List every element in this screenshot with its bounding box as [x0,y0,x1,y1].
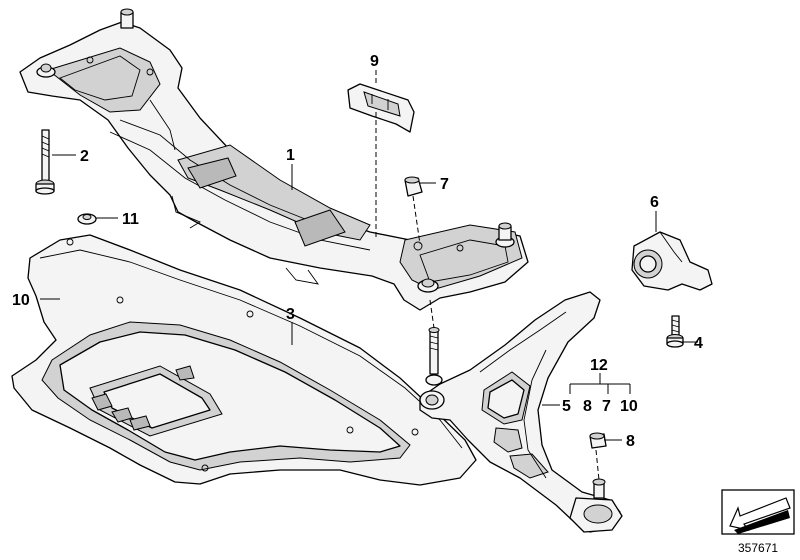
bolt-part-2[interactable] [35,129,55,195]
callout-7: 7 [440,176,449,193]
group12-item-c: 10 [620,398,638,415]
callout-11: 11 [122,211,139,228]
callout-12: 12 [590,357,608,374]
underbody-shield-part-3[interactable] [11,234,477,486]
nut-part-11[interactable] [77,213,97,225]
catalog-number: 357671 [738,541,778,555]
callout-6: 6 [650,194,659,211]
rubber-mount-part-6[interactable] [631,231,713,291]
bracket-part-9[interactable] [347,83,415,133]
control-arm-part-5[interactable] [419,291,623,533]
callout-1: 1 [286,147,295,164]
group12-item-b: 7 [602,398,611,415]
callout-2: 2 [80,148,89,165]
bolt-part-4[interactable] [666,315,684,348]
callout-5: 5 [562,398,571,415]
arrow-symbol-icon [721,489,795,535]
nut-part-7[interactable] [404,176,423,197]
callout-10: 10 [12,292,30,309]
callout-4: 4 [694,335,703,352]
nut-part-8[interactable] [589,432,607,449]
callout-3: 3 [286,306,295,323]
callout-9: 9 [370,53,379,70]
group12-item-a: 8 [583,398,592,415]
bolt-part-pin[interactable] [425,327,443,386]
axle-carrier-part-1[interactable] [19,8,529,311]
callout-8: 8 [626,433,635,450]
